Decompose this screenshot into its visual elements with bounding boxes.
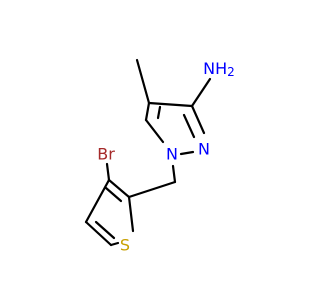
amine-label: NH2 (203, 59, 235, 80)
bond-c2-c3 (107, 178, 131, 199)
bond-c5-s (109, 241, 120, 247)
bond-c5-c4-double (156, 105, 162, 120)
bond-n2-n1 (179, 150, 195, 156)
bond-c5-c4 (144, 101, 151, 122)
bond-c3-c4 (84, 178, 111, 224)
bond-n1-c5 (144, 118, 165, 144)
bond-c3-n2-double (182, 113, 196, 139)
bond-c4-c5-double (94, 220, 116, 240)
bond-c4-c5 (84, 220, 113, 247)
bond-n1-ch2 (171, 164, 177, 184)
bromine-label: Br (97, 145, 115, 164)
bond-c3-br (105, 162, 111, 182)
amine-subscript: 2 (227, 65, 235, 79)
molecule-structure: NH2 N N Br S (84, 58, 235, 255)
sulfur-label: S (120, 236, 130, 255)
bond-c3-nh2 (190, 77, 212, 108)
pyrazole-n1-label: N (166, 145, 178, 164)
bond-c3-n2 (190, 104, 206, 135)
bond-c2-c3-double (104, 186, 123, 203)
bond-c4-methyl (135, 58, 151, 105)
pyrazole-n2-label: N (198, 140, 210, 159)
amine-symbol: NH (203, 59, 227, 78)
bond-c4-c3 (147, 101, 194, 108)
bond-s-c2 (127, 195, 135, 233)
bond-ch2-thiophene (127, 180, 177, 199)
